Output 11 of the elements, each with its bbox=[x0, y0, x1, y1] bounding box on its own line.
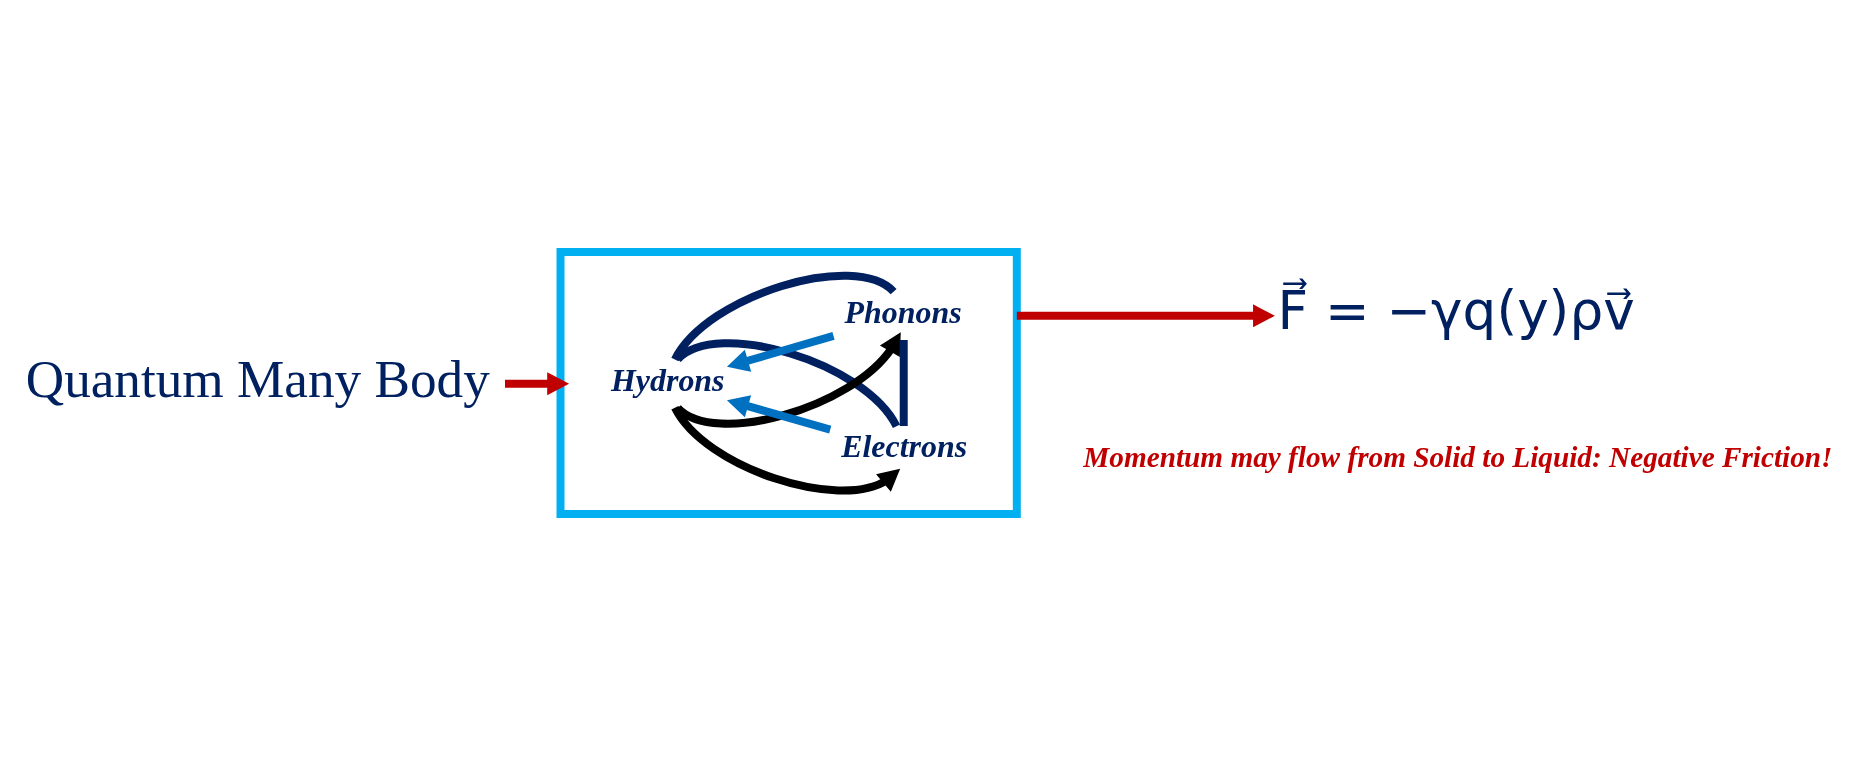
node-text: Phonons bbox=[844, 294, 962, 330]
connector bbox=[671, 271, 896, 362]
arrow bbox=[726, 395, 832, 434]
label: Momentum may flow from Solid to Liquid: Negative Friction! bbox=[1083, 440, 1833, 473]
node-text: Hydrons bbox=[611, 362, 725, 398]
node-text: Electrons bbox=[841, 429, 968, 465]
node-text: Quantum Many Body bbox=[25, 349, 490, 409]
arrow bbox=[671, 405, 901, 495]
node-text: F⃗ = −γq(y)ρv⃗ bbox=[1277, 280, 1635, 343]
cluster bbox=[556, 247, 1021, 519]
arrow bbox=[726, 332, 835, 372]
